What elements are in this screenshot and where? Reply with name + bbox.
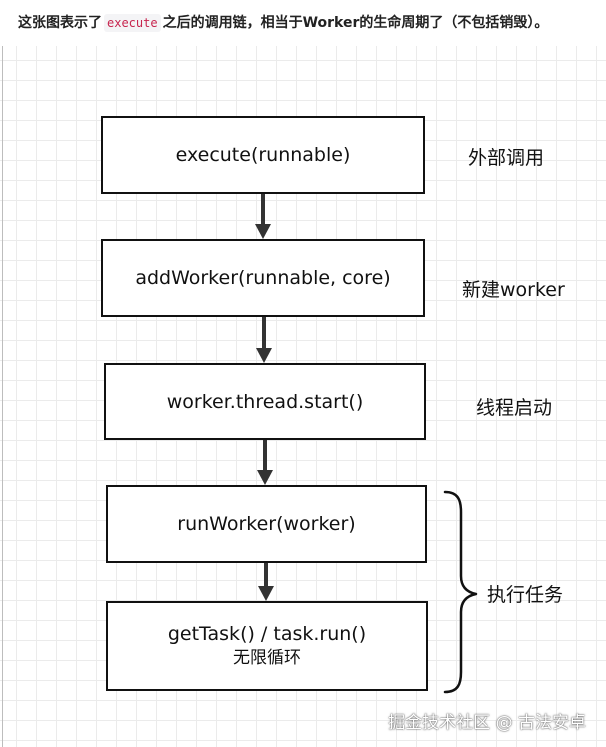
watermark: 掘金技术社区 @ 古法安卓 xyxy=(388,713,586,733)
side-label-addworker: 新建worker xyxy=(462,279,565,301)
step-execute-label: execute(runnable) xyxy=(175,144,351,166)
inline-code: execute xyxy=(104,14,161,32)
step-threadstart-box: worker.thread.start() xyxy=(104,363,426,440)
step-gettask-box: getTask() / task.run() 无限循环 xyxy=(106,601,428,691)
step-gettask-sublabel: 无限循环 xyxy=(233,648,301,668)
step-addworker-box: addWorker(runnable, core) xyxy=(101,239,425,317)
header-text-after: 之后的调用链，相当于Worker的生命周期了（不包括销毁）。 xyxy=(162,15,549,31)
step-runworker-box: runWorker(worker) xyxy=(106,485,427,563)
step-runworker-label: runWorker(worker) xyxy=(177,513,356,535)
step-threadstart-label: worker.thread.start() xyxy=(166,390,364,413)
step-execute-box: execute(runnable) xyxy=(101,116,425,194)
arrow-threadstart-to-runworker xyxy=(257,439,273,485)
arrowhead-icon xyxy=(258,586,274,601)
side-label-threadstart: 线程启动 xyxy=(476,397,553,419)
step-addworker-label: addWorker(runnable, core) xyxy=(135,267,391,289)
header-text-before: 这张图表示了 xyxy=(18,15,102,31)
arrowhead-icon xyxy=(255,224,271,239)
arrow-execute-to-addworker xyxy=(255,193,271,239)
curly-brace-icon xyxy=(443,490,478,694)
side-label-execute: 外部调用 xyxy=(468,147,545,169)
arrow-runworker-to-gettask xyxy=(258,562,274,601)
arrow-addworker-to-threadstart xyxy=(256,316,272,363)
arrowhead-icon xyxy=(257,470,273,485)
step-gettask-label: getTask() / task.run() xyxy=(167,623,367,645)
side-label-group: 执行任务 xyxy=(487,584,564,606)
arrowhead-icon xyxy=(256,348,272,363)
left-border xyxy=(2,46,3,747)
